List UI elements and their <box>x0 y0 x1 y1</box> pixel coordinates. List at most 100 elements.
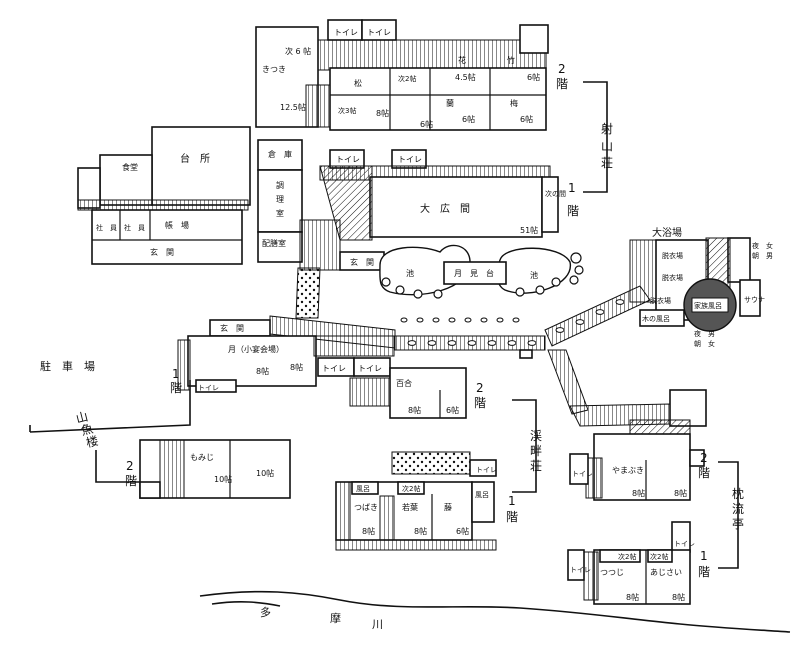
room-size-8: 8帖 <box>256 366 269 376</box>
river-label-1: 多 <box>260 605 271 619</box>
room-serving: 配膳室 <box>262 238 286 248</box>
room-genkan: 玄 関 <box>150 247 174 257</box>
room-size-6: 6帖 <box>520 114 533 124</box>
room-wood-bath: 木の風呂 <box>642 314 670 323</box>
chinryu-tei-2f: トイレ やまぶき 8帖 8帖 2 階 <box>569 389 710 501</box>
room-hall-side: 次の間 <box>545 189 566 198</box>
room-next2: 次2帖 <box>398 74 416 83</box>
room-cooking-1: 調 <box>276 180 284 190</box>
garden-pond: 池 池 月 見 台 <box>379 244 584 299</box>
floor-kai: 階 <box>698 465 710 480</box>
toilet-label: トイレ <box>398 155 422 164</box>
room-staff2: 社 員 <box>124 223 145 232</box>
floor-number: 1 <box>172 367 180 381</box>
chinryu-tei-1f: トイレ トイレ 次2帖 次2帖 つつじ あじさい 8帖 8帖 1 階 <box>567 521 710 605</box>
bath-morning: 朝 <box>752 252 759 260</box>
room-kitsuki: きつき <box>262 65 286 74</box>
room-bath-room: 家族風呂 <box>694 301 722 310</box>
room-changing: 脱衣場 <box>662 251 683 260</box>
room-size-10: 10帖 <box>214 474 232 484</box>
room-size-6: 6帖 <box>446 405 459 415</box>
bracket-chinryu-tei <box>718 461 739 569</box>
room-wakaba: 若葉 <box>402 502 418 512</box>
room-kitchen: 台 所 <box>180 152 210 165</box>
floor-number: 2 <box>558 62 566 76</box>
toilet-label: トイレ <box>198 384 219 392</box>
bracket-shasan-so <box>583 81 608 193</box>
floor-number: 2 <box>476 381 484 395</box>
building-chinryu-3: 亭 <box>732 516 744 531</box>
room-account: 帳 場 <box>165 220 189 230</box>
pond-label: 池 <box>530 270 538 280</box>
floor-kai: 階 <box>698 564 710 579</box>
parking-label: 駐 車 場 <box>40 359 95 373</box>
pond-label: 池 <box>406 268 414 278</box>
bath-night: 夜 <box>694 329 701 338</box>
room-changing: 脱衣場 <box>662 273 683 282</box>
room-ran: 蘭 <box>446 98 454 108</box>
shasan-so-2f: 次 6 帖 きつき 12.5帖 トイレ トイレ 松 花 竹 4.5帖 6帖 蘭 … <box>255 19 568 131</box>
floor-kai: 階 <box>506 509 518 524</box>
room-hana: 花 <box>458 55 466 65</box>
room-size-8: 8帖 <box>632 488 645 498</box>
room-genkan-main: 玄 関 <box>350 257 374 267</box>
room-cooking-3: 室 <box>276 208 284 218</box>
room-bath: 風呂 <box>356 485 370 493</box>
toilet-label: トイレ <box>358 364 382 373</box>
keihan-so-2f: 百合 8帖 6帖 2 階 <box>349 367 486 419</box>
room-take: 竹 <box>507 55 515 65</box>
river-label-2: 摩 <box>330 611 341 625</box>
building-keihan-2: 畔 <box>530 444 542 458</box>
toilet-label: トイレ <box>570 566 591 574</box>
room-size-8: 8帖 <box>414 526 427 536</box>
building-sangyo-2: 魚 <box>80 422 95 438</box>
bath-main-label: 大浴場 <box>652 226 682 239</box>
bath-morning: 朝 <box>694 340 701 348</box>
building-keihan-3: 荘 <box>530 459 542 473</box>
building-shasan-3: 荘 <box>601 156 613 170</box>
room-fuji: 藤 <box>444 502 452 512</box>
toilet-label: トイレ <box>336 155 360 164</box>
room-size-45: 4.5帖 <box>455 72 476 82</box>
building-chinryu-2: 流 <box>732 502 744 516</box>
room-bath: 風呂 <box>475 491 489 499</box>
sangyo-ro-1f: 玄 関 月（小宴会場） 8帖 8帖 トイレ トイレ トイレ 1 階 <box>170 319 395 395</box>
toilet-label: トイレ <box>367 28 391 37</box>
room-size-8: 8帖 <box>376 108 389 118</box>
bracket-keihan-so <box>512 399 537 493</box>
sangyo-ro-2f: もみじ 10帖 10帖 2 階 <box>125 439 291 499</box>
main-building: 台 所 食堂 帳 場 社 員 社 員 玄 関 倉 庫 調 理 室 配膳室 玄 関 <box>77 126 385 271</box>
building-sangyo-3: 楼 <box>84 433 99 450</box>
room-size-6: 6帖 <box>456 526 469 536</box>
room-ajisai: あじさい <box>650 568 682 577</box>
room-genkan: 玄 関 <box>220 323 244 333</box>
room-size-6: 6帖 <box>462 114 475 124</box>
floor-number: 1 <box>700 549 708 563</box>
floor-kai: 階 <box>556 76 568 91</box>
room-hall: 大 広 間 <box>420 202 470 215</box>
room-size-6: 6帖 <box>527 72 540 82</box>
room-next2: 次2帖 <box>618 552 636 561</box>
floor-kai: 階 <box>170 380 182 395</box>
room-staff1: 社 員 <box>96 223 117 232</box>
bath-women: 女 <box>708 339 715 348</box>
room-next2: 次2帖 <box>650 552 668 561</box>
room-ume: 梅 <box>510 98 518 108</box>
room-sauna: サウナ <box>744 296 765 304</box>
room-size-6: 6帖 <box>420 119 433 129</box>
building-sangyo-1: 山 <box>74 409 89 425</box>
floor-kai: 階 <box>567 203 579 218</box>
room-dining: 食堂 <box>122 162 138 172</box>
bath-women: 女 <box>766 241 773 250</box>
room-size-8: 8帖 <box>362 526 375 536</box>
floor-number: 2 <box>700 451 708 465</box>
building-shasan-2: 山 <box>601 139 613 153</box>
room-cooking-2: 理 <box>276 195 284 204</box>
room-storage: 倉 庫 <box>268 149 292 159</box>
room-next3: 次3帖 <box>338 106 356 115</box>
floor-number: 2 <box>126 459 134 473</box>
room-hall-size: 51帖 <box>520 225 538 235</box>
room-yuri: 百合 <box>396 378 412 388</box>
building-shasan-1: 射 <box>601 121 613 136</box>
